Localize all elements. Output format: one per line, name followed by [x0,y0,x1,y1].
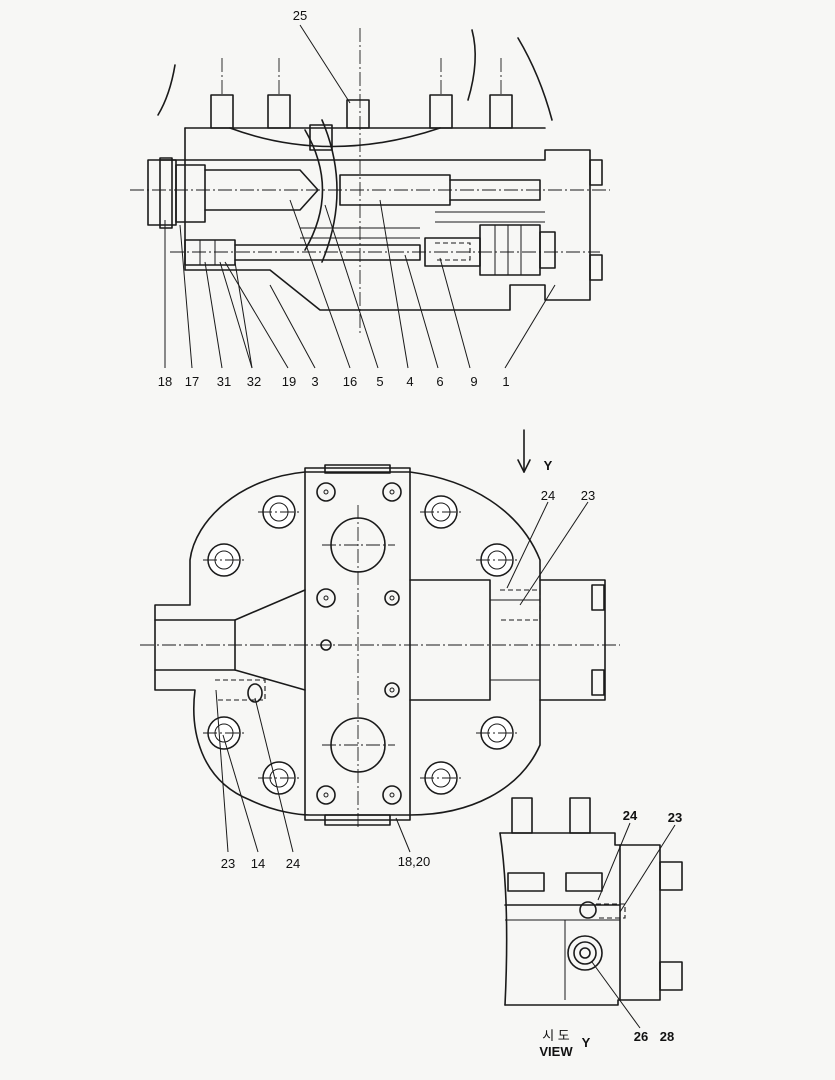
callout-3: 3 [311,374,318,389]
view-y [499,797,683,1006]
callout-28: 28 [660,1029,674,1044]
view-y-caption: VIEW [539,1044,573,1059]
callout-32: 32 [247,374,261,389]
bolt [420,761,462,795]
hole [316,588,336,608]
callout-25: 25 [293,8,307,23]
callout-24: 24 [541,488,555,503]
callout-4: 4 [406,374,413,389]
hole [320,639,332,651]
section-leaders [164,24,556,369]
callout-26: 26 [634,1029,648,1044]
plan-callouts: 24 23 23 14 24 18,20 [221,488,595,871]
callout-1: 1 [502,374,509,389]
bolt [476,543,518,577]
bolt [476,716,518,750]
plan-view: Y [140,429,620,830]
bolt [258,495,300,529]
bolt [203,716,245,750]
callout-24: 24 [623,808,638,823]
hole [316,785,336,805]
callout-6: 6 [436,374,443,389]
callout-19: 19 [282,374,296,389]
callout-23: 23 [668,810,682,825]
view-y-caption-korean: 시 도 [542,1028,570,1043]
bolt [420,495,462,529]
callout-9: 9 [470,374,477,389]
callout-17: 17 [185,374,199,389]
hole [316,482,336,502]
view-y-leaders [591,822,676,1029]
callout-31: 31 [217,374,231,389]
section-callouts: 25 18 17 31 32 19 3 16 5 4 6 9 1 [158,8,510,389]
hole [382,785,402,805]
callout-14: 14 [251,856,265,871]
callout-24: 24 [286,856,300,871]
callout-23: 23 [581,488,595,503]
arrow-label-y: Y [544,458,553,473]
callout-18: 18 [158,374,172,389]
callout-23: 23 [221,856,235,871]
bolt [258,761,300,795]
callout-5: 5 [376,374,383,389]
plan-leaders [215,501,589,853]
callout-16: 16 [343,374,357,389]
callout-18-20: 18,20 [398,854,431,869]
bolt [203,543,245,577]
section-view [130,28,610,335]
view-y-callouts: 24 23 26 28 시 도 VIEW Y [539,808,682,1059]
hole [384,682,400,698]
hole [382,482,402,502]
view-y-caption-letter: Y [582,1035,591,1050]
plan-bolts [203,482,518,805]
hole [384,590,400,606]
